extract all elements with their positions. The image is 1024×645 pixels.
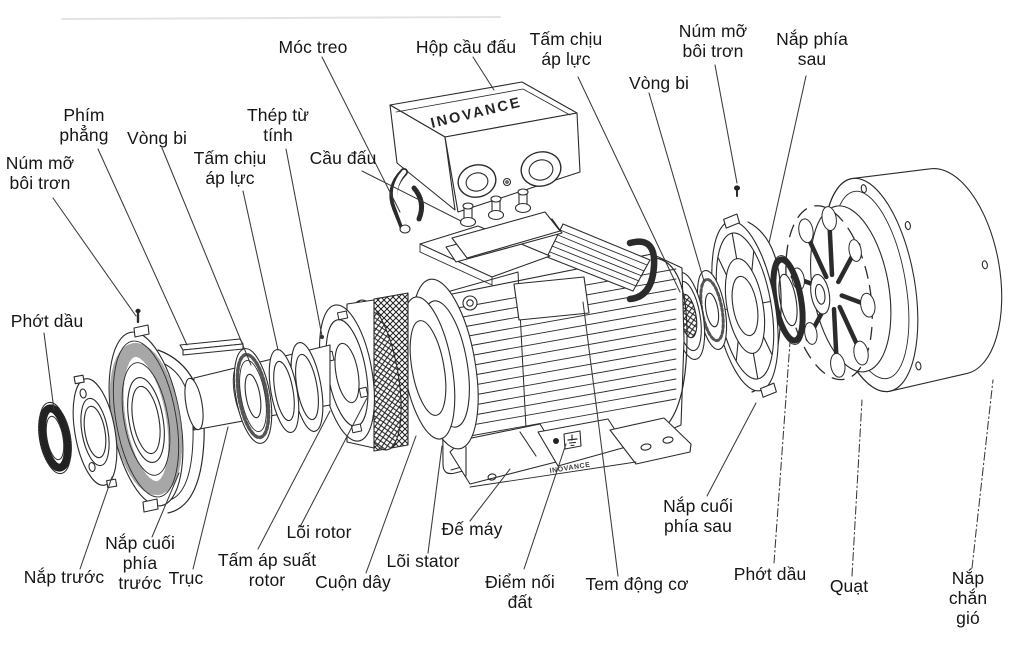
label-vong-bi-truoc: Vòng bi bbox=[126, 128, 188, 148]
front-end-cap bbox=[108, 308, 205, 514]
label-nap-cuoi-phia-truoc: Nắp cuối phía trước bbox=[105, 533, 175, 593]
label-loi-rotor: Lõi rotor bbox=[286, 522, 352, 542]
leader-nap-chan-gio bbox=[971, 379, 994, 569]
label-num-mo-boi-tron-sau: Núm mỡ bôi trơn bbox=[678, 21, 748, 61]
rear-lug bbox=[626, 238, 658, 303]
leader-tam-chiu-ap-luc-tren bbox=[577, 76, 681, 293]
cable-glands bbox=[457, 151, 562, 198]
leader-nap-truoc bbox=[79, 476, 113, 570]
mounting-feet bbox=[449, 417, 692, 488]
front-cover bbox=[72, 374, 118, 489]
leader-moc-treo bbox=[321, 56, 401, 213]
label-moc-treo: Móc treo bbox=[278, 37, 348, 57]
label-phot-dau-truoc: Phớt dầu bbox=[10, 311, 84, 331]
leader-cau-dau bbox=[361, 170, 462, 222]
base-brand-text: INOVANCE bbox=[549, 462, 591, 475]
terminal-studs bbox=[459, 188, 532, 228]
leader-truc bbox=[192, 426, 229, 570]
label-vong-bi-sau: Vòng bi bbox=[628, 73, 690, 93]
grease-nipple-rear bbox=[734, 185, 740, 197]
label-truc: Trục bbox=[168, 568, 204, 588]
grease-nipple-front bbox=[135, 308, 141, 324]
leader-hop-cau-dau bbox=[472, 56, 495, 91]
label-nap-cuoi-phia-sau: Nắp cuối phía sau bbox=[663, 496, 733, 536]
faint-top-line bbox=[61, 16, 501, 20]
shaft-key bbox=[179, 338, 244, 356]
leader-phot-dau-sau bbox=[773, 341, 791, 564]
label-tam-chiu-ap-luc-tren: Tấm chịu áp lực bbox=[529, 29, 603, 69]
label-quat: Quạt bbox=[829, 576, 869, 596]
leader-num-mo-boi-tron-sau bbox=[714, 64, 738, 184]
leader-de-may bbox=[469, 468, 511, 522]
label-nap-truoc: Nắp trước bbox=[23, 567, 105, 587]
label-tam-ap-suat-rotor: Tấm áp suất rotor bbox=[217, 550, 317, 590]
leader-tam-chiu-ap-luc-truoc bbox=[242, 190, 279, 351]
leader-nap-cuoi-phia-truoc bbox=[151, 472, 180, 538]
leader-phot-dau-truoc bbox=[43, 332, 55, 411]
label-cuon-day: Cuộn dây bbox=[315, 572, 391, 592]
leader-quat bbox=[851, 399, 863, 577]
leader-lines bbox=[43, 56, 994, 577]
terminal-box bbox=[389, 81, 581, 263]
label-thep-tu-tinh: Thép từ tính bbox=[246, 105, 310, 145]
label-num-mo-boi-tron-truoc: Núm mỡ bôi trơn bbox=[5, 153, 75, 193]
leader-thep-tu-tinh bbox=[285, 148, 323, 337]
terminal-block bbox=[445, 188, 563, 263]
label-hop-cau-dau: Hộp cầu đấu bbox=[415, 37, 517, 57]
stator-winding bbox=[400, 278, 479, 450]
leader-tam-ap-suat-rotor bbox=[257, 410, 331, 550]
leader-diem-noi-dat bbox=[523, 443, 567, 570]
label-tam-chiu-ap-luc-truoc: Tấm chịu áp lực bbox=[193, 148, 267, 188]
bearing-front bbox=[233, 348, 273, 444]
ground-point bbox=[553, 430, 582, 450]
leader-nap-phia-sau bbox=[768, 75, 807, 244]
label-phim-phang: Phím phẳng bbox=[59, 105, 109, 145]
lifting-hook bbox=[389, 168, 425, 234]
rear-end-cap bbox=[711, 213, 782, 398]
oil-seal-front bbox=[38, 401, 72, 475]
label-loi-stator: Lõi stator bbox=[386, 551, 460, 571]
leader-phim-phang bbox=[97, 148, 188, 346]
leader-nap-cuoi-phia-sau bbox=[706, 402, 757, 497]
leader-loi-rotor bbox=[299, 397, 368, 528]
pressure-ring-front bbox=[268, 349, 300, 433]
label-phot-dau-sau: Phớt dầu bbox=[733, 564, 807, 584]
label-nap-phia-sau: Nắp phía sau bbox=[776, 29, 848, 69]
label-cau-dau: Cầu đấu bbox=[309, 148, 377, 168]
fan bbox=[785, 205, 892, 381]
nameplate bbox=[513, 276, 590, 321]
leader-loi-stator bbox=[427, 445, 443, 554]
label-tem-dong-co: Tem động cơ bbox=[585, 574, 689, 594]
leader-cuon-day bbox=[365, 435, 417, 574]
leader-vong-bi-sau bbox=[648, 92, 705, 282]
label-diem-noi-dat: Điểm nối đất bbox=[485, 572, 555, 612]
label-de-may: Đế máy bbox=[441, 519, 503, 539]
leader-vong-bi-truoc bbox=[161, 147, 252, 366]
leader-num-mo-boi-tron-truoc bbox=[52, 197, 137, 317]
leader-tem-dong-co bbox=[582, 301, 619, 577]
label-nap-chan-gio: Nắp chắn gió bbox=[948, 568, 988, 628]
